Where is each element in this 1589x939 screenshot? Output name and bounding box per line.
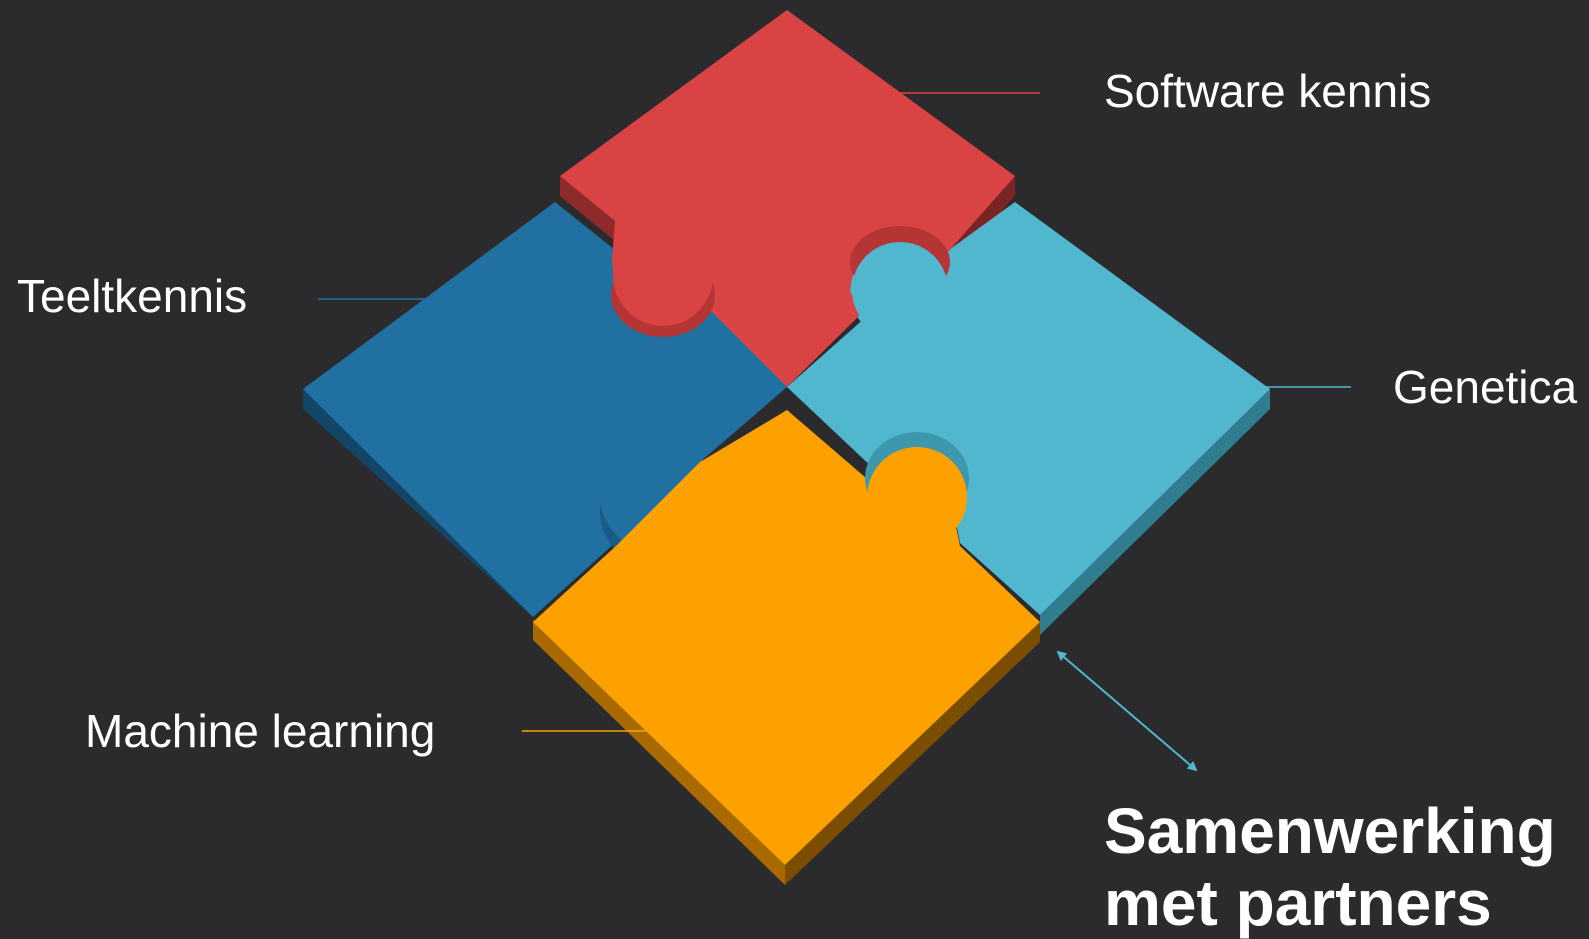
machine-learning-piece-side-right [785,622,1040,885]
callout-title: Samenwerking met partners [1104,795,1556,939]
machine-learning-knob [867,447,967,547]
software-kennis-piece-side [560,176,615,241]
software-kennis-knob [613,226,713,326]
genetica-piece-side [1040,389,1270,635]
machine-learning-label: Machine learning [85,705,436,757]
callout-line-1: Samenwerking [1104,795,1556,867]
software-kennis-label: Software kennis [1104,65,1432,117]
genetica-knob-top [852,242,948,338]
callout-arrow [1056,650,1198,772]
genetica-label: Genetica [1393,361,1578,413]
teeltkennis-label: Teeltkennis [17,270,248,322]
machine-learning-piece-side [533,620,785,885]
callout-line-2: met partners [1104,866,1492,939]
